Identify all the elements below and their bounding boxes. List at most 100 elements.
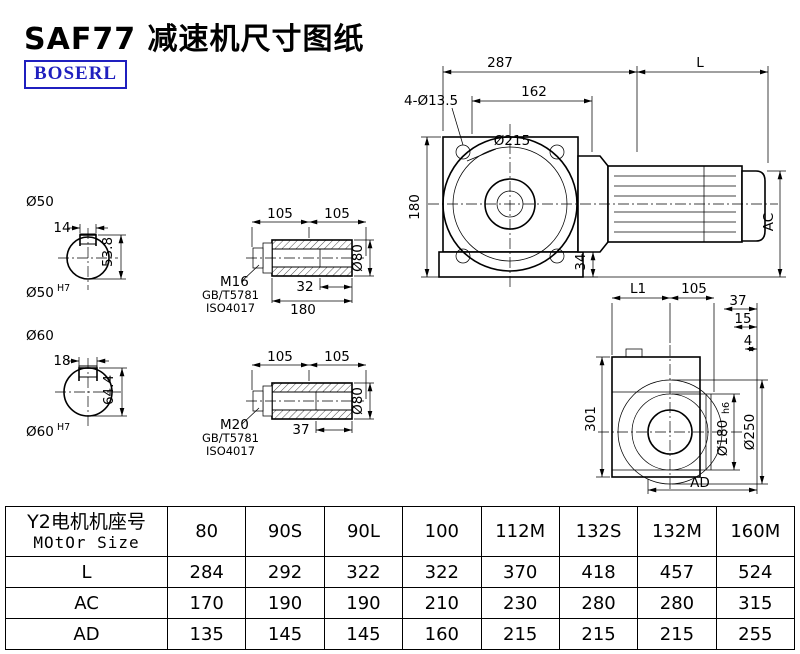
table-row-label: AC <box>5 587 168 619</box>
label-shaft-dia-50: Ø50 <box>26 194 54 210</box>
dim-180-height: 180 <box>407 194 423 220</box>
dim-4: 4 <box>744 333 753 349</box>
table-cell: 280 <box>637 587 717 619</box>
dim-key-width-14: 14 <box>53 220 70 236</box>
label-thread-M20: M20 <box>220 417 249 433</box>
table-cell: 160 <box>402 618 482 650</box>
dim-105-b: 105 <box>324 206 350 222</box>
technical-drawing: 287 L 162 4-Ø13.5 Ø215 180 AC 34 14 <box>26 55 786 494</box>
dim-dia-80: Ø80 <box>350 244 366 272</box>
page-title: SAF77 减速机尺寸图纸 <box>24 22 365 57</box>
dim-287: 287 <box>487 55 513 71</box>
dim-key-height-53-8: 53.8 <box>100 237 116 267</box>
table-cell: 210 <box>402 587 482 619</box>
table-cell: 230 <box>480 587 560 619</box>
label-bore-50: Ø50 <box>26 285 54 301</box>
table-cell: 322 <box>323 556 404 588</box>
dim-AC: AC <box>761 213 777 231</box>
table-cell: 215 <box>480 618 560 650</box>
table-cell: 292 <box>245 556 325 588</box>
table-row-label: AD <box>5 618 168 650</box>
sleeve-detail-1: 105 105 M16 GB/T5781 ISO4017 32 180 Ø80 <box>202 206 374 318</box>
table-row-AC: AC 170 190 190 210 230 280 280 315 <box>5 587 796 619</box>
dim-bolt-holes: 4-Ø13.5 <box>404 93 458 109</box>
table-cell: 215 <box>637 618 717 650</box>
dim-flange-180: Ø180 <box>715 420 731 456</box>
dim-AD: AD <box>690 475 710 491</box>
brand-logo: BOSERL <box>24 60 128 89</box>
dim-105-b: 105 <box>324 349 350 365</box>
dim-key-height-64-4: 64.4 <box>101 375 117 405</box>
label-std-gb: GB/T5781 <box>202 288 259 302</box>
dim-105-a: 105 <box>267 206 293 222</box>
table-row-L: L 284 292 322 322 370 418 457 524 <box>5 556 796 588</box>
table-row-label: L <box>5 556 168 588</box>
table-cell: 370 <box>480 556 560 588</box>
label-bore-60-tol: H7 <box>57 422 70 433</box>
table-cell: 284 <box>166 556 247 588</box>
table-cell: 190 <box>323 587 404 619</box>
table-col-header: 112M <box>480 506 560 557</box>
bolt-hole <box>549 248 565 264</box>
dim-length-180: 180 <box>290 302 316 318</box>
dim-37: 37 <box>729 293 746 309</box>
table-col-header: 160M <box>715 506 796 557</box>
label-bore-50-tol: H7 <box>57 283 70 294</box>
mounting-base <box>438 251 584 278</box>
dim-301: 301 <box>583 406 599 432</box>
dim-162: 162 <box>521 84 547 100</box>
dim-250: Ø250 <box>742 414 758 450</box>
table-header-en: MOtOr Size <box>33 533 140 553</box>
table-cell: 145 <box>323 618 404 650</box>
dim-15: 15 <box>734 311 751 327</box>
table-col-header: 80 <box>166 506 247 557</box>
gear-housing <box>442 136 579 253</box>
label-shaft-dia-60: Ø60 <box>26 328 54 344</box>
dim-105-a: 105 <box>267 349 293 365</box>
table-row-AD: AD 135 145 145 160 215 215 215 255 <box>5 618 796 650</box>
label-bore-60: Ø60 <box>26 424 54 440</box>
table-cell: 145 <box>245 618 325 650</box>
vent-plug <box>625 348 643 358</box>
label-std-iso: ISO4017 <box>206 301 255 315</box>
sleeve-detail-2: 105 105 M20 GB/T5781 ISO4017 37 Ø80 <box>202 349 374 458</box>
label-thread-M16: M16 <box>220 274 249 290</box>
dim-flange-180-tol: h6 <box>721 402 732 414</box>
shaft-section-60: 18 64.4 Ø60 Ø60 H7 <box>26 328 127 440</box>
table-cell: 190 <box>245 587 325 619</box>
shaft-section-50: 14 53.8 Ø50 Ø50 H7 <box>26 194 126 301</box>
dim-105: 105 <box>681 281 707 297</box>
table-cell: 322 <box>402 556 482 588</box>
dim-flange-dia: Ø215 <box>494 133 530 149</box>
table-col-header: 132M <box>637 506 717 557</box>
table-header-cn: Y2电机机座号 <box>27 510 146 533</box>
dim-34: 34 <box>573 253 589 270</box>
table-cell: 135 <box>166 618 247 650</box>
side-view: L1 105 37 15 4 301 Ø180 h6 Ø250 AD <box>583 281 768 494</box>
label-std-gb: GB/T5781 <box>202 431 259 445</box>
table-cell: 524 <box>715 556 796 588</box>
dim-L1: L1 <box>630 281 646 297</box>
dim-L: L <box>696 55 704 71</box>
bolt-hole <box>455 248 471 264</box>
table-col-header: 100 <box>402 506 482 557</box>
dim-depth-37: 37 <box>292 422 309 438</box>
dimension-table: Y2电机机座号 MOtOr Size 80 90S 90L 100 112M 1… <box>5 506 796 650</box>
bolt-hole <box>549 144 565 160</box>
table-col-header: 132S <box>558 506 639 557</box>
table-cell: 170 <box>166 587 247 619</box>
table-col-header: 90S <box>245 506 325 557</box>
table-cell: 255 <box>715 618 796 650</box>
dim-dia-80: Ø80 <box>350 387 366 415</box>
motor-fan-cover <box>741 170 766 242</box>
dim-depth-32: 32 <box>296 279 313 295</box>
table-cell: 280 <box>558 587 639 619</box>
table-cell: 457 <box>637 556 717 588</box>
dim-key-width-18: 18 <box>53 353 70 369</box>
table-col-header: 90L <box>323 506 404 557</box>
table-header-motor-size: Y2电机机座号 MOtOr Size <box>5 506 168 557</box>
label-std-iso: ISO4017 <box>206 444 255 458</box>
front-view: 287 L 162 4-Ø13.5 Ø215 180 AC 34 <box>404 55 786 288</box>
table-cell: 418 <box>558 556 639 588</box>
table-cell: 215 <box>558 618 639 650</box>
